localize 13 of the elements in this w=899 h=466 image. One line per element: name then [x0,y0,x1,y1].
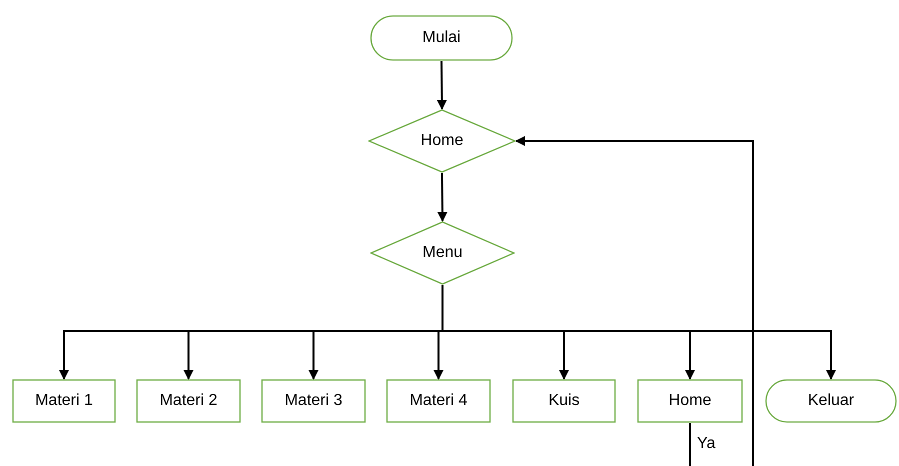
node-label: Menu [422,244,463,262]
node-label: Home [420,132,464,150]
node-label: Materi 3 [284,392,342,410]
node-label: Home [668,392,712,410]
node-label: Keluar [808,392,854,410]
arrow [515,136,754,466]
arrow [437,172,448,222]
node-label: Materi 4 [410,392,468,410]
node-label: Mulai [422,29,461,47]
node-label: Kuis [548,392,580,410]
arrow [436,60,447,110]
node-label: Materi 1 [35,392,93,410]
node-label: Materi 2 [160,392,218,410]
